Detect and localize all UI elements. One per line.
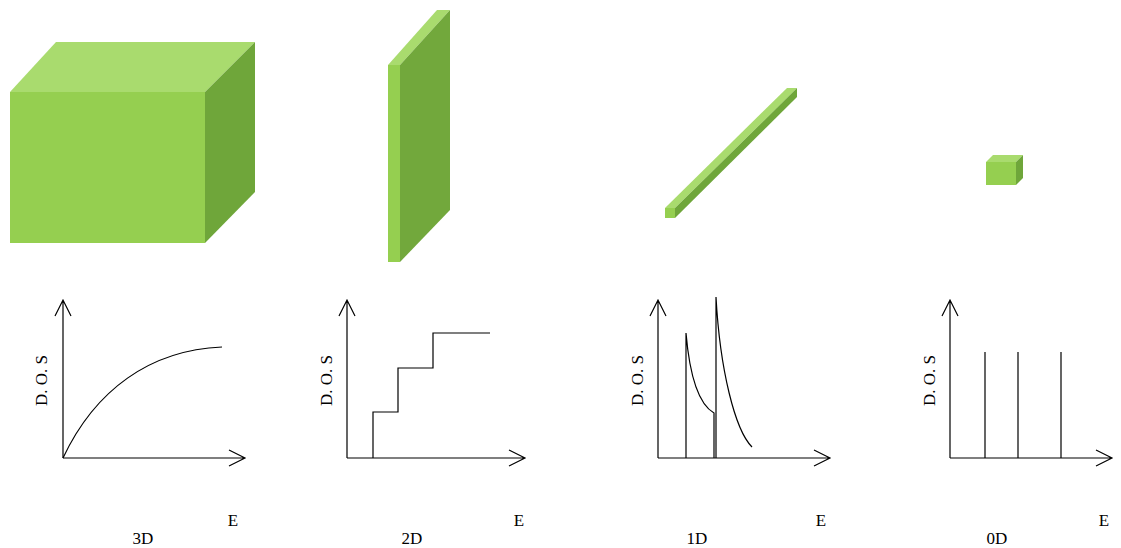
bulk-cube [10, 42, 255, 243]
quantum-wire [665, 88, 797, 218]
plot-axes [55, 300, 1112, 466]
panel-caption: 0D [987, 530, 1008, 547]
axis-label: E [1099, 512, 1109, 529]
quantum-dot [986, 155, 1023, 185]
axis-label: E [228, 512, 238, 529]
dos-curves [63, 297, 1061, 458]
panel-caption: 1D [687, 530, 708, 547]
panel-caption: 3D [133, 530, 154, 547]
axis-label: E [816, 512, 826, 529]
axis-label: D. O. S [629, 354, 646, 405]
axis-label: D. O. S [921, 354, 938, 405]
axis-label: D. O. S [33, 354, 50, 405]
quantum-well-slab [388, 10, 450, 262]
panel-caption: 2D [402, 530, 423, 547]
axis-label: E [514, 512, 524, 529]
axis-label: D. O. S [318, 354, 335, 405]
